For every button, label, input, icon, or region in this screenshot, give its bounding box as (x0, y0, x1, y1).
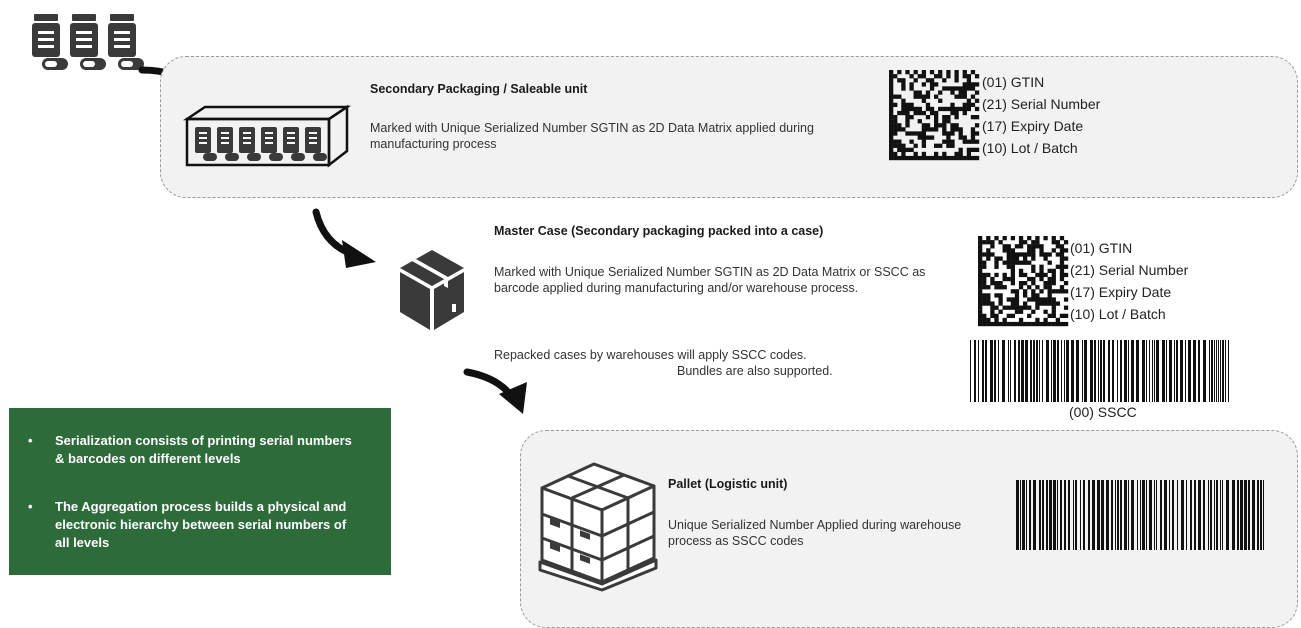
code-gtin: (01) GTIN (1070, 240, 1133, 256)
master-note-line2: Bundles are also supported. (677, 364, 833, 378)
datamatrix-icon (978, 236, 1069, 327)
code-expiry: (17) Expiry Date (982, 118, 1084, 134)
secondary-description: Marked with Unique Serialized Number SGT… (370, 121, 814, 151)
case-box-icon (398, 248, 466, 332)
pallet-panel (520, 430, 1298, 628)
master-title: Master Case (Secondary packaging packed … (494, 224, 824, 238)
medicine-bottles-icon (30, 14, 150, 76)
datamatrix-icon (889, 70, 980, 161)
code-lot: (10) Lot / Batch (1070, 306, 1166, 322)
master-note-line1: Repacked cases by warehouses will apply … (494, 348, 807, 362)
barcode-icon (970, 340, 1232, 402)
secondary-title: Secondary Packaging / Saleable unit (370, 82, 588, 96)
pallet-title: Pallet (Logistic unit) (668, 477, 788, 491)
secondary-code-list: (01) GTIN (21) Serial Number (17) Expiry… (982, 71, 1100, 159)
curved-arrow-icon (463, 368, 535, 418)
code-serial: (21) Serial Number (982, 96, 1101, 112)
summary-bullet: Serialization consists of printing seria… (28, 432, 361, 468)
master-description: Marked with Unique Serialized Number SGT… (494, 265, 926, 295)
sscc-label: (00) SSCC (1069, 404, 1137, 420)
code-lot: (10) Lot / Batch (982, 140, 1078, 156)
barcode-icon (1016, 480, 1268, 550)
summary-box: Serialization consists of printing seria… (9, 408, 391, 575)
code-expiry: (17) Expiry Date (1070, 284, 1172, 300)
secondary-packaging-panel (160, 56, 1298, 198)
bottle-box-icon (182, 104, 352, 168)
code-gtin: (01) GTIN (982, 74, 1045, 90)
code-serial: (21) Serial Number (1070, 262, 1189, 278)
pallet-description: Unique Serialized Number Applied during … (668, 518, 962, 548)
curved-arrow-icon (312, 208, 382, 270)
summary-bullet: The Aggregation process builds a physica… (28, 498, 361, 552)
pallet-boxes-icon (538, 458, 658, 592)
master-code-list: (01) GTIN (21) Serial Number (17) Expiry… (1070, 237, 1188, 325)
